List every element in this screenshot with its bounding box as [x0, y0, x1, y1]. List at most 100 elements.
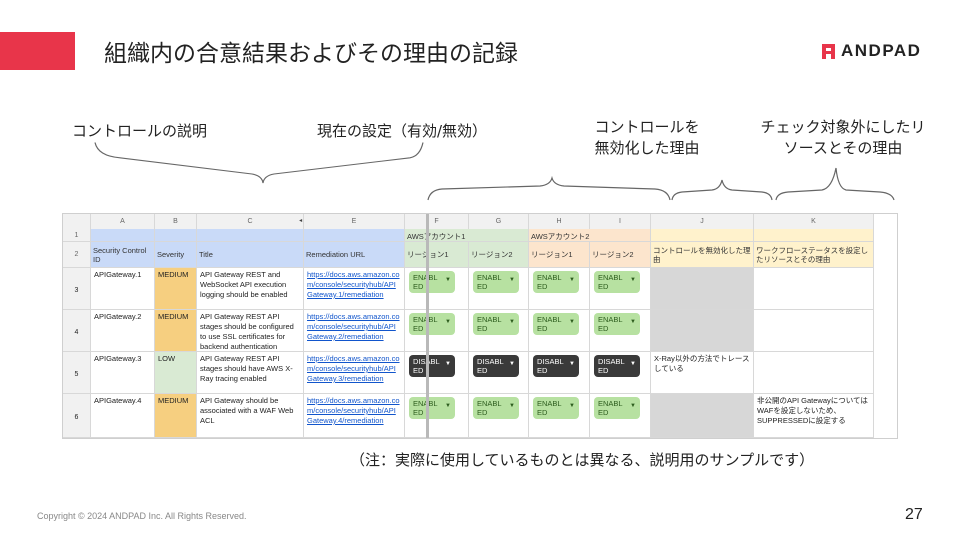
cell[interactable] — [651, 229, 754, 242]
header-aws2-region2[interactable]: リージョン2 — [590, 242, 651, 268]
cell-region-setting[interactable]: ENABLED▼ — [469, 268, 529, 310]
header-disabled-reason[interactable]: コントロールを無効化した理由 — [651, 242, 754, 268]
cell-remediation-url[interactable]: https://docs.aws.amazon.com/console/secu… — [304, 394, 405, 438]
cell-disabled-reason[interactable]: X-Ray以外の方法でトレースしている — [651, 352, 754, 394]
group-header-aws1[interactable]: AWSアカウント1 — [405, 229, 529, 242]
status-dropdown[interactable]: ENABLED▼ — [409, 271, 455, 293]
cell-title[interactable]: API Gateway REST and WebSocket API execu… — [197, 268, 304, 310]
cell-suppressed-reason[interactable] — [754, 268, 874, 310]
remediation-link[interactable]: https://docs.aws.amazon.com/console/secu… — [307, 396, 400, 425]
cell-region-setting[interactable]: ENABLED▼ — [469, 394, 529, 438]
cell-control-id[interactable]: APIGateway.2 — [91, 310, 155, 352]
cell-region-setting[interactable]: ENABLED▼ — [590, 268, 651, 310]
status-dropdown[interactable]: ENABLED▼ — [473, 313, 519, 335]
col-header-c[interactable]: C◂ ▸ — [197, 214, 304, 230]
status-dropdown[interactable]: ENABLED▼ — [473, 271, 519, 293]
cell-region-setting[interactable]: ENABLED▼ — [590, 310, 651, 352]
cell-remediation-url[interactable]: https://docs.aws.amazon.com/console/secu… — [304, 310, 405, 352]
cell-region-setting[interactable]: DISABLED▼ — [529, 352, 590, 394]
cell[interactable] — [91, 229, 155, 242]
cell-severity[interactable]: MEDIUM — [155, 394, 197, 438]
cell[interactable] — [197, 229, 304, 242]
status-dropdown[interactable]: ENABLED▼ — [533, 271, 579, 293]
cell-suppressed-reason[interactable] — [754, 310, 874, 352]
status-dropdown[interactable]: ENABLED▼ — [594, 271, 640, 293]
cell-region-setting[interactable]: DISABLED▼ — [469, 352, 529, 394]
cell-title[interactable]: API Gateway REST API stages should have … — [197, 352, 304, 394]
status-dropdown[interactable]: DISABLED▼ — [594, 355, 640, 377]
cell-control-id[interactable]: APIGateway.3 — [91, 352, 155, 394]
cell-disabled-reason[interactable] — [651, 268, 754, 310]
cell-region-setting[interactable]: ENABLED▼ — [405, 310, 469, 352]
row-number[interactable]: 5 — [63, 352, 91, 394]
cell-region-setting[interactable]: ENABLED▼ — [405, 394, 469, 438]
dropdown-caret-icon: ▼ — [630, 277, 636, 283]
col-header-f[interactable]: F — [405, 214, 469, 230]
cell-region-setting[interactable]: ENABLED▼ — [405, 268, 469, 310]
header-remediation-url[interactable]: Remediation URL — [304, 242, 405, 268]
cell-severity[interactable]: LOW — [155, 352, 197, 394]
group-header-aws2[interactable]: AWSアカウント2 — [529, 229, 651, 242]
cell-severity[interactable]: MEDIUM — [155, 310, 197, 352]
spreadsheet: A B C◂ ▸ E F G H I J K 1 AWSアカウント1 AWSアカ… — [62, 213, 898, 439]
row-number[interactable]: 6 — [63, 394, 91, 438]
cell-control-id[interactable]: APIGateway.1 — [91, 268, 155, 310]
status-dropdown-label: ENABLED — [537, 399, 562, 417]
col-header-j[interactable]: J — [651, 214, 754, 230]
status-dropdown[interactable]: ENABLED▼ — [409, 397, 455, 419]
cell-severity[interactable]: MEDIUM — [155, 268, 197, 310]
row-number[interactable]: 3 — [63, 268, 91, 310]
cell-region-setting[interactable]: DISABLED▼ — [405, 352, 469, 394]
status-dropdown[interactable]: DISABLED▼ — [409, 355, 455, 377]
header-severity[interactable]: Severity — [155, 242, 197, 268]
row-number[interactable]: 2 — [63, 242, 91, 268]
cell-region-setting[interactable]: ENABLED▼ — [529, 268, 590, 310]
cell-remediation-url[interactable]: https://docs.aws.amazon.com/console/secu… — [304, 352, 405, 394]
remediation-link[interactable]: https://docs.aws.amazon.com/console/secu… — [307, 354, 400, 383]
header-aws1-region2[interactable]: リージョン2 — [469, 242, 529, 268]
status-dropdown[interactable]: ENABLED▼ — [473, 397, 519, 419]
cell-title[interactable]: API Gateway REST API stages should be co… — [197, 310, 304, 352]
cell-suppressed-reason[interactable] — [754, 352, 874, 394]
col-header-i[interactable]: I — [590, 214, 651, 230]
remediation-link[interactable]: https://docs.aws.amazon.com/console/secu… — [307, 312, 400, 341]
status-dropdown[interactable]: ENABLED▼ — [533, 397, 579, 419]
cell-remediation-url[interactable]: https://docs.aws.amazon.com/console/secu… — [304, 268, 405, 310]
status-dropdown[interactable]: DISABLED▼ — [533, 355, 579, 377]
cell-region-setting[interactable]: ENABLED▼ — [529, 394, 590, 438]
col-header-a[interactable]: A — [91, 214, 155, 230]
cell-control-id[interactable]: APIGateway.4 — [91, 394, 155, 438]
col-header-e[interactable]: E — [304, 214, 405, 230]
row-number[interactable]: 4 — [63, 310, 91, 352]
cell-disabled-reason[interactable] — [651, 394, 754, 438]
status-dropdown-label: ENABLED — [537, 315, 562, 333]
cell-region-setting[interactable]: ENABLED▼ — [590, 394, 651, 438]
cell-region-setting[interactable]: DISABLED▼ — [590, 352, 651, 394]
status-dropdown[interactable]: DISABLED▼ — [473, 355, 519, 377]
col-header-k[interactable]: K — [754, 214, 874, 230]
hidden-columns-toggle[interactable]: ◂ ▸ — [299, 218, 303, 224]
status-dropdown[interactable]: ENABLED▼ — [594, 397, 640, 419]
col-header-b[interactable]: B — [155, 214, 197, 230]
row-number[interactable]: 1 — [63, 229, 91, 242]
cell[interactable] — [155, 229, 197, 242]
status-dropdown[interactable]: ENABLED▼ — [533, 313, 579, 335]
cell-region-setting[interactable]: ENABLED▼ — [469, 310, 529, 352]
cell-title[interactable]: API Gateway should be associated with a … — [197, 394, 304, 438]
cell[interactable] — [304, 229, 405, 242]
status-dropdown[interactable]: ENABLED▼ — [594, 313, 640, 335]
status-dropdown[interactable]: ENABLED▼ — [409, 313, 455, 335]
col-header-h[interactable]: H — [529, 214, 590, 230]
header-security-control-id[interactable]: Security Control ID — [91, 242, 155, 268]
cell-disabled-reason[interactable] — [651, 310, 754, 352]
frozen-column-divider[interactable] — [426, 214, 429, 438]
header-title[interactable]: Title — [197, 242, 304, 268]
cell-region-setting[interactable]: ENABLED▼ — [529, 310, 590, 352]
header-aws1-region1[interactable]: リージョン1 — [405, 242, 469, 268]
cell[interactable] — [754, 229, 874, 242]
remediation-link[interactable]: https://docs.aws.amazon.com/console/secu… — [307, 270, 400, 299]
header-suppressed-reason[interactable]: ワークフローステータスを設定したリソースとその理由 — [754, 242, 874, 268]
header-aws2-region1[interactable]: リージョン1 — [529, 242, 590, 268]
col-header-g[interactable]: G — [469, 214, 529, 230]
cell-suppressed-reason[interactable]: 非公開のAPI GatewayについてはWAFを設定しないため、SUPPRESS… — [754, 394, 874, 438]
